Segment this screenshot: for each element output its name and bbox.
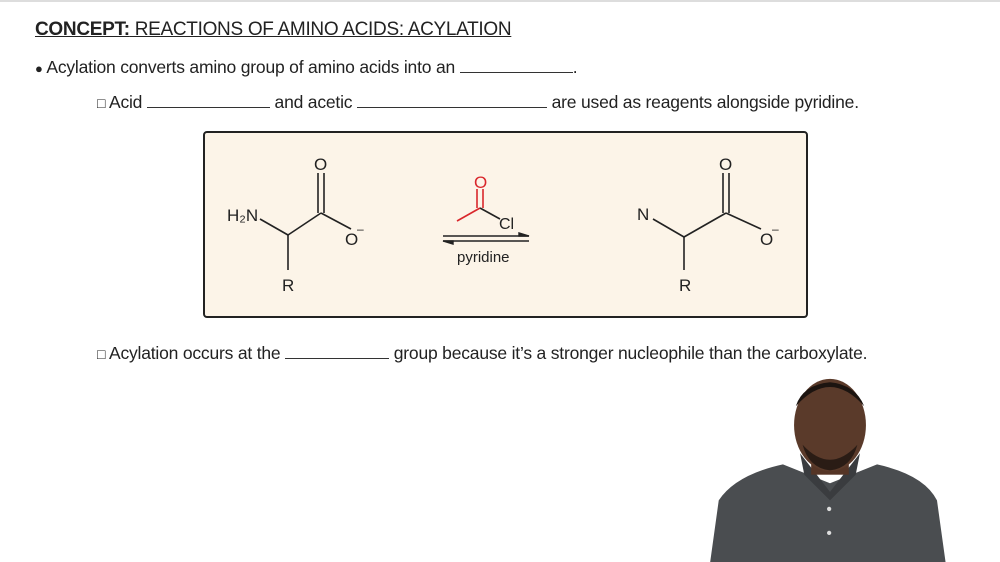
title-concept-label: CONCEPT: <box>35 19 130 40</box>
product-carboxylate-o: O <box>760 230 773 249</box>
reactant-molecule <box>259 173 352 270</box>
bullet-2: □ Acid and acetic are used as reagents a… <box>97 92 859 113</box>
bullet-1-text: Acylation converts amino group of amino … <box>46 57 460 77</box>
bullet-3-text-a: Acylation occurs at the <box>108 343 286 363</box>
reactant-amine-label: H₂N <box>227 206 258 225</box>
fill-blank-2 <box>146 93 270 108</box>
bullet-3: □ Acylation occurs at the group because … <box>97 343 867 364</box>
product-side-chain: R <box>679 276 691 295</box>
presenter-shirt <box>710 464 946 562</box>
checkbox-icon: □ <box>97 346 106 362</box>
bullet-2-text-a: Acid <box>108 92 147 112</box>
bullet-2-text-b: and acetic <box>269 92 357 112</box>
reagent-chloride: Cl <box>499 216 514 233</box>
title-text: REACTIONS OF AMINO ACIDS: ACYLATION <box>129 19 512 40</box>
fill-blank-3 <box>356 93 547 108</box>
product-nitrogen: N <box>637 205 649 224</box>
presenter-head <box>794 378 866 472</box>
reactant-charge: – <box>357 222 364 236</box>
checkbox-icon: □ <box>97 95 106 111</box>
product-carbonyl-o: O <box>719 155 732 174</box>
acetyl-chloride-reagent <box>456 189 484 222</box>
bullet-icon: ● <box>35 61 43 76</box>
page-title: CONCEPT: REACTIONS OF AMINO ACIDS: ACYLA… <box>35 19 512 41</box>
reaction-condition: pyridine <box>457 249 510 266</box>
presenter-video <box>710 378 946 562</box>
reaction-scheme: H₂N O O – R O Cl pyridine N O O <box>227 155 779 295</box>
fill-blank-1 <box>459 58 573 73</box>
reactant-carboxylate-o: O <box>345 230 358 249</box>
equilibrium-arrow-icon <box>442 232 530 245</box>
top-border <box>0 0 1000 2</box>
bullet-1-period: . <box>572 57 578 77</box>
bullet-3-text-b: group because it’s a stronger nucleophil… <box>389 343 868 363</box>
bullet-1: ● Acylation converts amino group of amin… <box>35 57 578 78</box>
reactant-side-chain: R <box>282 276 294 295</box>
bullet-2-text-c: are used as reagents alongside pyridine. <box>546 92 859 112</box>
product-charge: – <box>772 222 779 236</box>
product-molecule <box>652 173 762 270</box>
fill-blank-4 <box>285 344 390 359</box>
reaction-diagram-box: H₂N O O – R O Cl pyridine N O O <box>203 131 808 318</box>
reactant-carbonyl-o: O <box>314 155 327 174</box>
reagent-carbonyl-o: O <box>474 173 487 192</box>
